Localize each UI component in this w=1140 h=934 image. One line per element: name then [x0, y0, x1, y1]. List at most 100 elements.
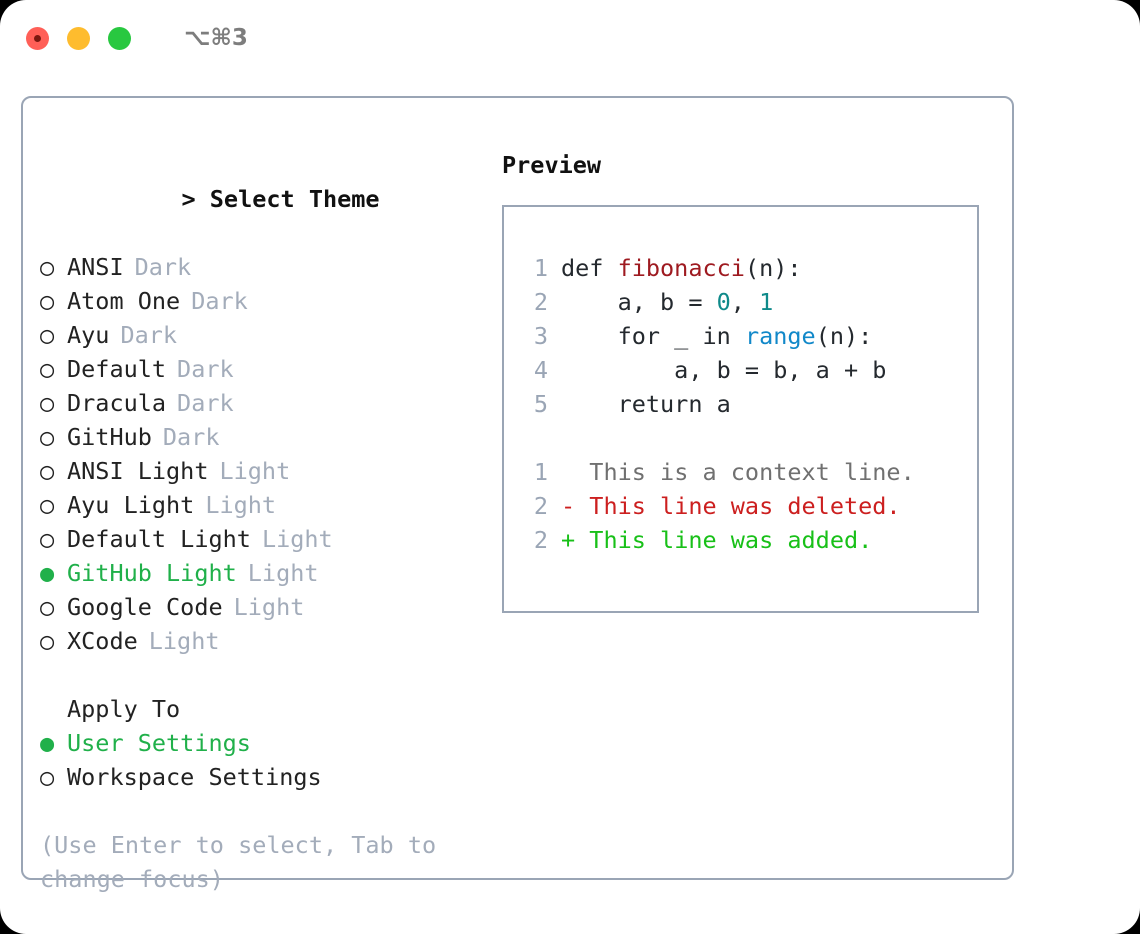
theme-variant-tag: Light: [219, 457, 291, 485]
code-line: 5 return a: [518, 387, 977, 421]
diff-line: 1 This is a context line.: [518, 455, 977, 489]
theme-option-label: Default: [67, 355, 167, 383]
radio-selected-icon[interactable]: ●: [40, 729, 55, 757]
theme-option[interactable]: ○ XCode Light: [40, 624, 502, 658]
theme-option[interactable]: ● GitHub Light Light: [40, 556, 502, 590]
diff-line-text: This is a context line.: [575, 458, 915, 486]
code-line-number: 3: [533, 322, 548, 350]
close-button[interactable]: [26, 26, 49, 50]
diff-line-number: 1: [533, 458, 548, 486]
theme-option[interactable]: ○ Google Code Light: [40, 590, 502, 624]
theme-option[interactable]: ○ Ayu Light Light: [40, 488, 502, 522]
diff-line-number: 2: [533, 526, 548, 554]
radio-unselected-icon[interactable]: ○: [40, 593, 55, 621]
code-line-number: 1: [533, 254, 548, 282]
theme-variant-tag: Dark: [162, 423, 220, 451]
theme-variant-tag: Light: [247, 559, 319, 587]
theme-option[interactable]: ○ GitHub Dark: [40, 420, 502, 454]
theme-variant-tag: Dark: [134, 253, 192, 281]
diff-line-number: 2: [533, 492, 548, 520]
theme-variant-tag: Light: [205, 491, 277, 519]
theme-variant-tag: Dark: [177, 355, 234, 383]
apply-to-list: ● User Settings ○Workspace Settings: [40, 726, 502, 794]
code-line: 4 a, b = b, a + b: [518, 353, 977, 387]
code-token-plain: (n):: [815, 322, 873, 350]
diff-line-text: This line was deleted.: [575, 492, 901, 520]
code-line: 2 a, b = 0, 1: [518, 285, 977, 319]
radio-unselected-icon[interactable]: ○: [40, 525, 55, 553]
heading-text: Select Theme: [209, 185, 380, 213]
theme-variant-tag: Light: [148, 627, 220, 655]
code-line: 1 def fibonacci(n):: [518, 251, 977, 285]
apply-to-heading-marker: [40, 692, 67, 726]
keyboard-hint-text: (Use Enter to select, Tab to change focu…: [40, 831, 437, 893]
code-line-number: 5: [533, 390, 548, 418]
theme-option-label: Ayu: [67, 321, 110, 349]
window-controls: [26, 26, 131, 50]
apply-to-option-label: User Settings: [67, 729, 251, 757]
select-theme-heading: > Select Theme: [40, 148, 502, 250]
maximize-button[interactable]: [108, 26, 131, 50]
radio-unselected-icon[interactable]: ○: [40, 627, 55, 655]
code-token-plain: for _ in: [561, 322, 745, 350]
radio-unselected-icon[interactable]: ○: [40, 423, 55, 451]
code-token-number: 0: [716, 288, 731, 316]
code-token-plain: def: [561, 254, 618, 282]
radio-unselected-icon[interactable]: ○: [40, 763, 55, 791]
code-token-plain: a, b = b, a + b: [561, 356, 887, 384]
theme-option[interactable]: ○ Atom One Dark: [40, 284, 502, 318]
theme-option-label: Ayu Light: [67, 491, 195, 519]
diff-line: 2- This line was deleted.: [518, 489, 977, 523]
theme-option-label: ANSI: [67, 253, 124, 281]
code-token-plain: (n):: [744, 254, 802, 282]
theme-variant-tag: Light: [233, 593, 305, 621]
diff-line-text: This line was added.: [575, 526, 873, 554]
theme-option-label: Google Code: [67, 593, 223, 621]
diff-marker: -: [561, 492, 576, 520]
theme-option[interactable]: ○ ANSI Light Light: [40, 454, 502, 488]
code-token-plain: ,: [730, 288, 760, 316]
spacer: [40, 658, 502, 692]
minimize-button[interactable]: [67, 26, 90, 50]
code-token-plain: return a: [561, 390, 731, 418]
theme-option[interactable]: ○ Default Dark: [40, 352, 502, 386]
code-line: 3 for _ in range(n):: [518, 319, 977, 353]
radio-unselected-icon[interactable]: ○: [40, 491, 55, 519]
theme-option-label: GitHub Light: [67, 559, 237, 587]
apply-to-option[interactable]: ○Workspace Settings: [40, 760, 502, 794]
theme-variant-tag: Dark: [191, 287, 248, 315]
theme-option[interactable]: ○ Ayu Dark: [40, 318, 502, 352]
theme-variant-tag: Light: [261, 525, 333, 553]
theme-variant-tag: Dark: [120, 321, 178, 349]
apply-to-heading-label: Apply To: [67, 695, 181, 723]
theme-option-label: GitHub: [67, 423, 152, 451]
theme-option-label: XCode: [67, 627, 138, 655]
code-diff-separator: [518, 421, 977, 455]
keyboard-shortcut-label: ⌥⌘3: [184, 25, 248, 51]
radio-unselected-icon[interactable]: ○: [40, 355, 55, 383]
theme-option-label: Dracula: [67, 389, 167, 417]
diff-sample: 1 This is a context line.2- This line wa…: [518, 455, 977, 557]
title-bar: ⌥⌘3: [0, 0, 1140, 76]
theme-option-label: ANSI Light: [67, 457, 209, 485]
heading-prompt-prefix: >: [181, 185, 210, 213]
radio-unselected-icon[interactable]: ○: [40, 389, 55, 417]
radio-selected-icon[interactable]: ●: [40, 559, 55, 587]
radio-unselected-icon[interactable]: ○: [40, 253, 55, 281]
radio-unselected-icon[interactable]: ○: [40, 287, 55, 315]
diff-marker: [561, 455, 575, 489]
theme-option-label: Atom One: [67, 287, 181, 315]
theme-option[interactable]: ○ ANSI Dark: [40, 250, 502, 284]
radio-unselected-icon[interactable]: ○: [40, 457, 55, 485]
preview-heading: Preview: [502, 151, 602, 179]
apply-to-option[interactable]: ● User Settings: [40, 726, 502, 760]
code-token-function: fibonacci: [617, 254, 745, 282]
radio-unselected-icon[interactable]: ○: [40, 321, 55, 349]
